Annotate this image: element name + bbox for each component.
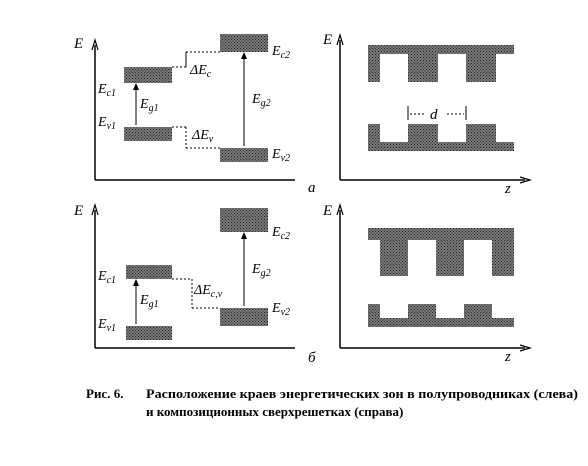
axis-label-e: E [322, 32, 332, 48]
axis-label-z: z [504, 181, 511, 197]
valence-band-1 [126, 326, 172, 340]
caption-prefix: Рис. 6. [86, 386, 123, 401]
label-delta-ev: ΔEv [191, 128, 214, 145]
conduction-band-superlattice [368, 228, 514, 276]
label-ev1: Ev1 [97, 115, 116, 132]
panel-bottom-left: E Ec1 Ev1 Eg1 Ec2 Ev2 Eg2 ΔEc,v [73, 202, 295, 349]
label-ev2: Ev2 [271, 147, 290, 164]
panel-letter-b: б [308, 350, 316, 366]
panel-top-left: E Ec1 Ev1 Eg1 Ec2 Ev2 Eg2 ΔEc ΔEv [73, 34, 295, 181]
label-eg2: Eg2 [251, 92, 271, 109]
label-ev1: Ev1 [97, 317, 116, 334]
panel-bottom-right: E z б [308, 202, 533, 366]
valence-band-superlattice [368, 124, 514, 151]
conduction-band-superlattice [368, 45, 514, 82]
figure-caption: Рис. 6. Расположение краев энергетически… [86, 386, 578, 419]
label-ec1: Ec1 [97, 82, 116, 99]
label-delta-ecv: ΔEc,v [193, 283, 223, 300]
label-eg2: Eg2 [251, 262, 271, 279]
conduction-band-1 [124, 67, 172, 83]
panel-top-right: E z a d [308, 32, 533, 197]
panel-letter-a: a [308, 180, 316, 196]
label-ev2: Ev2 [271, 301, 290, 318]
label-ec2: Ec2 [271, 225, 290, 242]
axis-label-e: E [73, 36, 83, 52]
valence-band-2 [220, 308, 268, 326]
label-ec2: Ec2 [271, 44, 290, 61]
period-label-d: d [430, 107, 438, 123]
valence-band-superlattice [368, 304, 514, 327]
label-ec1: Ec1 [97, 269, 116, 286]
caption-line-2: и композиционных сверхрешетках (справа) [146, 404, 403, 419]
conduction-band-2 [220, 34, 268, 52]
caption-line-1: Расположение краев энергетических зон в … [146, 386, 578, 401]
axis-label-e: E [322, 203, 332, 219]
valence-band-1 [124, 127, 172, 141]
valence-band-2 [220, 148, 268, 162]
conduction-band-1 [126, 265, 172, 279]
label-eg1: Eg1 [139, 97, 159, 114]
axis-label-z: z [504, 349, 511, 365]
axis-label-e: E [73, 203, 83, 219]
label-eg1: Eg1 [139, 293, 159, 310]
label-delta-ec: ΔEc [189, 63, 212, 80]
conduction-band-2 [220, 208, 268, 232]
